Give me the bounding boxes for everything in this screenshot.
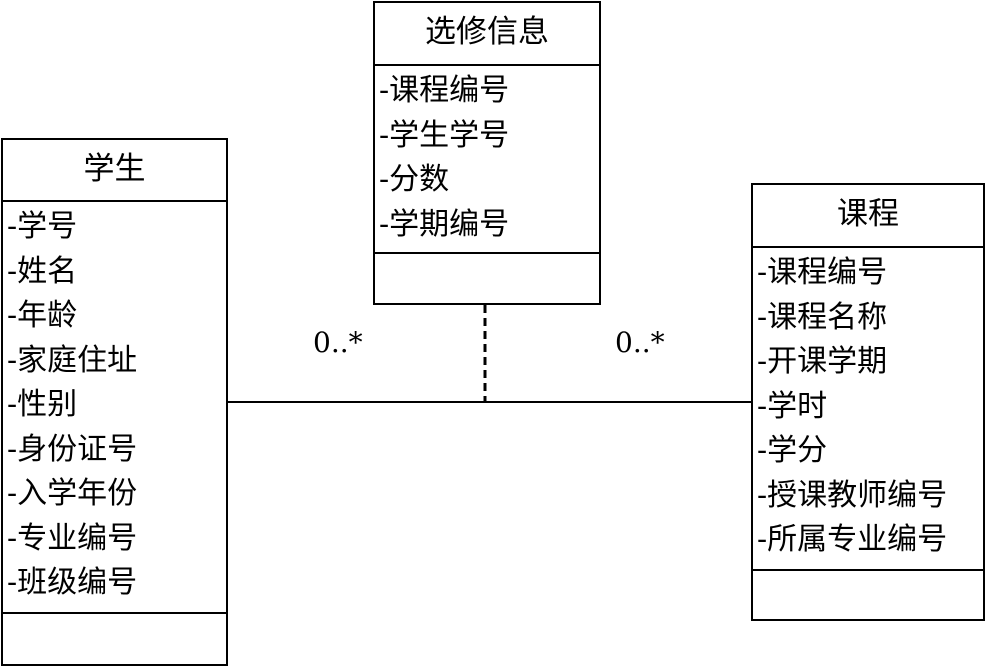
- student-class-box: 学生 -学号 -姓名 -年龄 -家庭住址 -性别 -身份证号 -入学年份 -专业…: [1, 138, 228, 666]
- student-attribute: -班级编号: [7, 565, 138, 600]
- course-attribute: -课程名称: [757, 299, 888, 335]
- student-attribute: -专业编号: [7, 520, 138, 556]
- student-class-name: 学生: [3, 140, 226, 202]
- enrollment-attribute: -学期编号: [379, 206, 510, 242]
- enrollment-attribute: -分数: [379, 162, 450, 197]
- course-class-box: 课程 -课程编号 -课程名称 -开课学期 -学时 -学分 -授课教师编号 -所属…: [751, 183, 985, 621]
- multiplicity-student-end: 0..*: [313, 326, 363, 359]
- enrollment-class-name: 选修信息: [375, 3, 599, 66]
- course-class-name: 课程: [753, 185, 983, 248]
- course-attribute: -授课教师编号: [757, 477, 948, 513]
- course-attribute: -所属专业编号: [757, 522, 948, 557]
- student-attribute: -入学年份: [7, 476, 138, 511]
- multiplicity-course-end: 0..*: [615, 326, 665, 359]
- enrollment-attributes: -课程编号 -学生学号 -分数 -学期编号: [375, 64, 599, 254]
- course-attribute: -学时: [757, 388, 828, 424]
- course-attribute: -开课学期: [757, 344, 888, 379]
- enrollment-class-box: 选修信息 -课程编号 -学生学号 -分数 -学期编号: [373, 1, 601, 305]
- course-attribute: -课程编号: [757, 255, 888, 290]
- enrollment-attribute: -课程编号: [379, 73, 510, 108]
- course-attributes: -课程编号 -课程名称 -开课学期 -学时 -学分 -授课教师编号 -所属专业编…: [753, 246, 983, 571]
- student-attribute: -身份证号: [7, 431, 138, 467]
- student-attribute: -学号: [7, 209, 78, 244]
- student-attribute: -年龄: [7, 298, 78, 333]
- student-attributes: -学号 -姓名 -年龄 -家庭住址 -性别 -身份证号 -入学年份 -专业编号 …: [3, 200, 226, 614]
- student-attribute: -家庭住址: [7, 342, 138, 378]
- course-attribute: -学分: [757, 433, 828, 468]
- student-attribute: -性别: [7, 387, 78, 422]
- student-attribute: -姓名: [7, 253, 78, 289]
- enrollment-attribute: -学生学号: [379, 117, 510, 153]
